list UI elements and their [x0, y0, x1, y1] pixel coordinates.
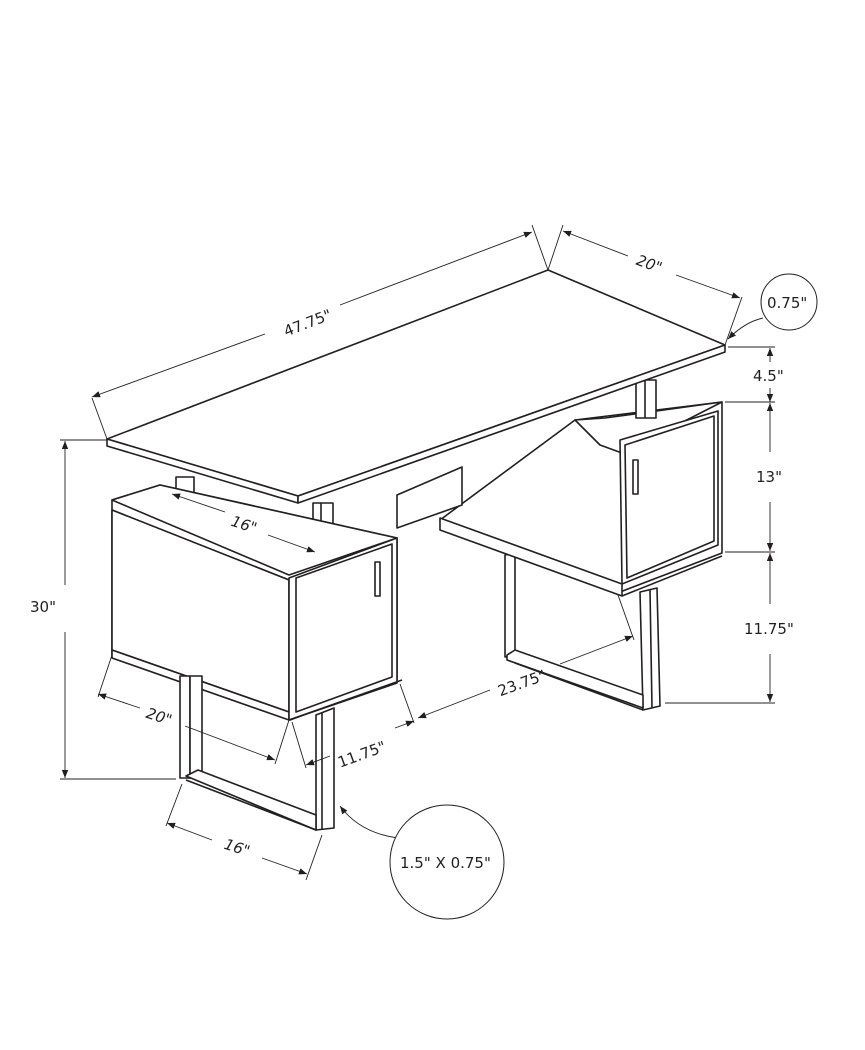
label-top-width: 47.75" [281, 306, 334, 341]
thickness-callout-circle [760, 273, 818, 331]
desktop [106, 269, 726, 504]
label-cabinet-depth: 20" [144, 704, 174, 729]
label-leg-profile: 1.5" X 0.75" [400, 854, 491, 872]
label-leg-base-width: 16" [222, 835, 252, 860]
right-cabinet [439, 379, 723, 711]
label-gap-height: 4.5" [753, 367, 784, 385]
label-top-depth: 20" [634, 251, 665, 277]
left-cabinet [111, 476, 403, 721]
leg-profile-callout-circle [389, 804, 505, 920]
label-cabinet-front-width: 11.75" [335, 738, 388, 772]
label-overall-height: 30" [30, 598, 56, 616]
label-top-thickness: 0.75" [767, 294, 807, 312]
left-legs [179, 675, 335, 831]
label-leg-height: 11.75" [744, 620, 794, 638]
label-cabinet-height: 13" [756, 468, 782, 486]
center-panel [396, 466, 463, 529]
dimension-lines [60, 224, 775, 881]
label-leg-span: 23.75" [496, 666, 549, 700]
